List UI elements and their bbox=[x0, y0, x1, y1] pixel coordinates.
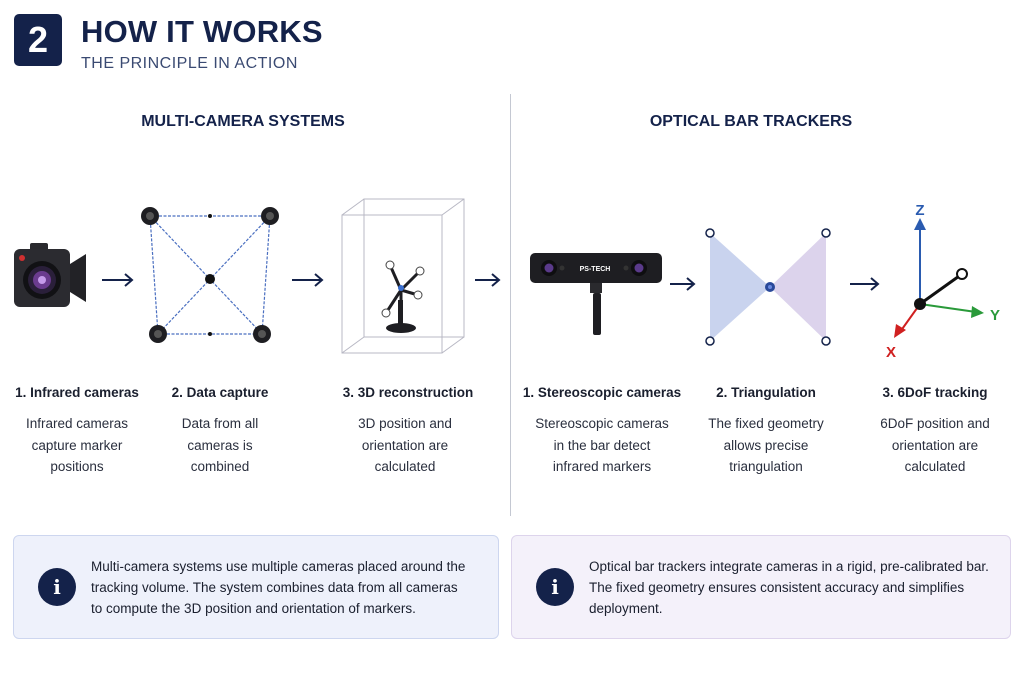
info-box-optical-bar: i Optical bar trackers integrate cameras… bbox=[511, 535, 1011, 639]
brand-label: PS-TECH bbox=[580, 266, 611, 273]
triangulation-icon bbox=[705, 228, 831, 346]
infrared-camera-icon bbox=[14, 243, 86, 307]
info-text: Optical bar trackers integrate cameras i… bbox=[589, 559, 989, 616]
section-divider bbox=[510, 94, 511, 516]
page-subtitle: THE PRINCIPLE IN ACTION bbox=[81, 55, 298, 72]
info-box-multi-camera: i Multi-camera systems use multiple came… bbox=[13, 535, 499, 639]
arrow-right-icon bbox=[850, 277, 880, 291]
axis-label-z: Z bbox=[915, 202, 924, 219]
page-title: HOW IT WORKS bbox=[81, 14, 323, 49]
arrow-right-icon bbox=[670, 277, 696, 291]
step-title: 2. Data capture bbox=[171, 385, 269, 400]
axis-label-y: Y bbox=[990, 307, 1000, 324]
step-title: 3. 3D reconstruction bbox=[342, 385, 474, 400]
step-title: 1. Stereoscopic cameras bbox=[522, 385, 682, 400]
axis-label-x: X bbox=[886, 344, 896, 361]
info-text: Multi-camera systems use multiple camera… bbox=[91, 559, 466, 616]
stereo-bar-camera-icon: PS-TECH bbox=[530, 253, 662, 335]
info-icon: i bbox=[38, 568, 76, 606]
arrow-right-icon bbox=[102, 273, 134, 287]
step-title: 1. Infrared cameras bbox=[15, 385, 139, 400]
step-title: 2. Triangulation bbox=[716, 385, 816, 400]
6dof-axes-icon: Z Y X bbox=[886, 202, 1000, 361]
3d-volume-icon bbox=[341, 198, 465, 354]
section-title-optical-bar: OPTICAL BAR TRACKERS bbox=[649, 113, 853, 130]
section-number-badge: 2 bbox=[14, 14, 62, 66]
arrow-right-icon bbox=[475, 273, 501, 287]
step-title: 3. 6DoF tracking bbox=[882, 385, 988, 400]
arrow-right-icon bbox=[292, 273, 324, 287]
camera-network-icon bbox=[141, 207, 279, 343]
info-icon: i bbox=[536, 568, 574, 606]
section-title-multi-camera: MULTI-CAMERA SYSTEMS bbox=[141, 113, 345, 130]
